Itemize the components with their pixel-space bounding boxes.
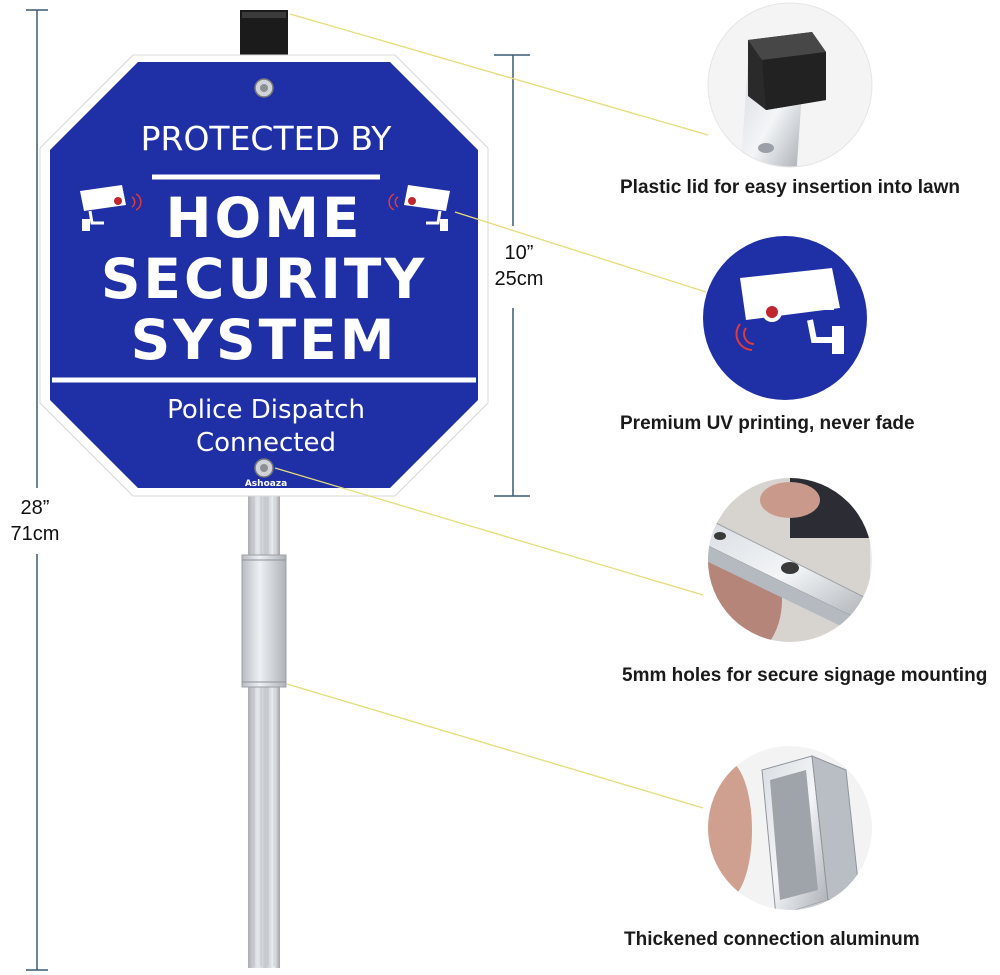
sign-main-line-1: HOME xyxy=(165,186,362,250)
feature-caption-plastic-lid: Plastic lid for easy insertion into lawn xyxy=(620,177,960,198)
camera-icon xyxy=(388,185,450,231)
feature-caption-aluminum: Thickened connection aluminum xyxy=(624,929,920,950)
feature-image-aluminum xyxy=(708,746,872,910)
sign-brand: Ashoaza xyxy=(245,479,287,489)
feature-image-uv-printing xyxy=(703,236,867,400)
total-height-dimension-line xyxy=(6,9,68,971)
sign-bottom-line-2: Connected xyxy=(196,428,336,458)
feature-caption-uv-printing: Premium UV printing, never fade xyxy=(620,413,915,434)
security-sign: PROTECTED BY HOME SECURITY SYSTEM Police… xyxy=(39,54,489,497)
camera-icon xyxy=(80,185,142,231)
callout-lines xyxy=(274,13,709,809)
mounting-screw-top xyxy=(254,78,274,98)
plastic-cap xyxy=(240,10,288,56)
mounting-screw-bottom xyxy=(254,458,274,478)
sign-height-cm: 25cm xyxy=(494,268,544,290)
sign-top-line: PROTECTED BY xyxy=(141,119,393,158)
sign-height-inch: 10” xyxy=(504,242,534,264)
total-height-label: 28” 71cm xyxy=(4,495,66,547)
feature-image-mounting-holes xyxy=(708,478,872,642)
sign-bottom-line-1: Police Dispatch xyxy=(167,395,365,425)
sign-main-line-3: SYSTEM xyxy=(131,308,398,372)
aluminum-stake xyxy=(241,490,287,968)
sign-main-line-2: SECURITY xyxy=(101,247,427,311)
sign-height-label: 10” 25cm xyxy=(488,240,550,292)
feature-caption-mounting-holes: 5mm holes for secure signage mounting xyxy=(622,665,988,686)
feature-image-plastic-lid xyxy=(707,2,873,168)
total-height-cm: 71cm xyxy=(10,523,60,545)
total-height-inch: 28” xyxy=(20,497,50,519)
